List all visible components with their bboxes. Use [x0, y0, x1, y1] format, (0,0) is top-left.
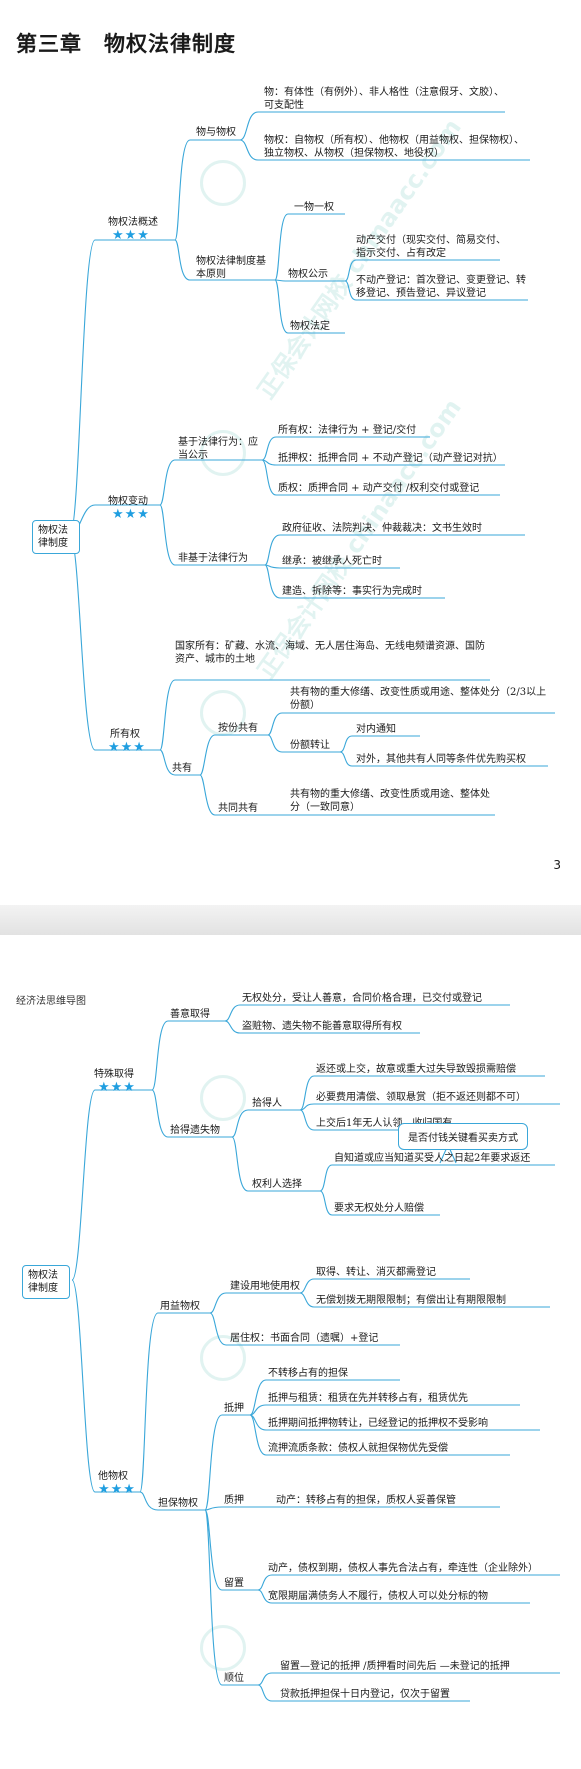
- star-rating: ★★★: [108, 740, 146, 755]
- node-gf2: 盗赃物、遗失物不能善意取得所有权: [242, 1021, 402, 1032]
- node-inheritance: 继承：被继承人死亡时: [282, 556, 382, 567]
- node-l2: 宽限期届满债务人不履行，债权人可以处分标的物: [268, 1591, 488, 1602]
- node-ownership: 所有权：法律行为 + 登记/交付: [278, 425, 417, 436]
- node-usufruct: 用益物权: [160, 1301, 200, 1312]
- node-lu1: 取得、转让、消灭都需登记: [316, 1267, 436, 1278]
- page-2: 经济法思维导图: [0, 935, 581, 1769]
- callout-note: 是否付钱关键看买卖方式: [398, 1123, 528, 1150]
- node-principles: 物权法律制度基本原则: [196, 256, 266, 280]
- node-pledge-2: 质押: [224, 1495, 244, 1506]
- section-label-change: 物权变动: [108, 496, 148, 507]
- node-by-share-major: 共有物的重大修缮、改变性质或用途、整体处分（2/3以上份额）: [290, 687, 547, 711]
- node-co-ownership: 共有: [172, 763, 192, 774]
- node-pr2: 贷款抵押担保十日内登记，仅次于留置: [280, 1689, 450, 1700]
- node-f1: 返还或上交，故意或重大过失导致毁损需赔偿: [316, 1064, 516, 1075]
- node-m4: 流押流质条款：债权人就担保物优先受偿: [268, 1443, 448, 1454]
- node-f3: 上交后1年无人认领，收归国有: [316, 1118, 453, 1129]
- node-non-legal-act: 非基于法律行为: [178, 553, 248, 564]
- node-mortgage: 抵押权：抵押合同 + 不动产登记（动产登记对抗）: [278, 453, 503, 464]
- node-by-share: 按份共有: [218, 723, 258, 734]
- node-right: 物权：自物权（所有权）、他物权（用益物权、担保物权）、独立物权、从物权（担保物权…: [264, 135, 524, 159]
- node-p1: 动产：转移占有的担保，质权人妥善保管: [276, 1495, 456, 1506]
- page-1: 第三章 物权法律制度 正保会计网校 chinaacc.com 正保会计网校 ch…: [16, 31, 561, 872]
- node-legal-act: 基于法律行为：应当公示: [178, 437, 258, 461]
- node-land-use: 建设用地使用权: [230, 1281, 300, 1292]
- star-rating: ★★★: [112, 228, 150, 243]
- star-rating: ★★★: [112, 507, 150, 522]
- node-internal-notice: 对内通知: [356, 724, 396, 735]
- node-joint-major: 共有物的重大修缮、改变性质或用途、整体处分（一致同意）: [290, 789, 490, 813]
- node-residence: 居住权：书面合同（遗嘱）+登记: [230, 1333, 379, 1344]
- node-thing: 物：有体性（有例外）、非人格性（注意假牙、文胶）、可支配性: [264, 87, 504, 111]
- section-label-ownership: 所有权: [110, 729, 140, 740]
- node-immovable-registration: 不动产登记：首次登记、变更登记、转移登记、预告登记、异议登记: [356, 275, 526, 299]
- star-rating: ★★★: [98, 1482, 136, 1497]
- node-good-faith: 善意取得: [170, 1009, 210, 1020]
- node-c2: 要求无权处分人赔偿: [334, 1203, 424, 1214]
- chapter-title: 第三章 物权法律制度: [16, 31, 236, 56]
- node-pr1: 留置—登记的抵押 /质押看时间先后 —未登记的抵押: [280, 1661, 510, 1672]
- node-lu2: 无偿划拨无期限限制；有偿出让有期限限制: [316, 1295, 506, 1306]
- section-label-special: 特殊取得: [94, 1069, 134, 1080]
- node-security: 担保物权: [158, 1498, 198, 1509]
- root-node: 物权法律制度: [32, 520, 80, 554]
- node-expropriation: 政府征收、法院判决、仲裁裁决：文书生效时: [282, 523, 482, 534]
- node-thing-and-right: 物与物权: [196, 127, 236, 138]
- node-m3: 抵押期间抵押物转让，已经登记的抵押权不受影响: [268, 1418, 488, 1429]
- section-label-overview: 物权法概述: [108, 217, 158, 228]
- node-one-thing-one-right: 一物一权: [294, 202, 334, 213]
- node-external: 对外，其他共有人同等条件优先购买权: [356, 754, 526, 765]
- node-construction: 建造、拆除等：事实行为完成时: [282, 586, 422, 597]
- node-joint: 共同共有: [218, 803, 258, 814]
- node-lost-property: 拾得遗失物: [170, 1125, 220, 1136]
- page-number: 3: [553, 858, 561, 872]
- section-label-other: 他物权: [98, 1471, 128, 1482]
- node-lien: 留置: [224, 1578, 244, 1589]
- node-share-transfer: 份额转让: [290, 740, 330, 751]
- mindmap-connectors: [71, 1004, 560, 1702]
- node-movable-delivery: 动产交付（现实交付、简易交付、指示交付、占有改定: [356, 235, 506, 259]
- node-m2: 抵押与租赁：租赁在先并转移占有，租赁优先: [268, 1393, 468, 1404]
- node-l1: 动产，债权到期，债权人事先合法占有，牵连性（企业除外）: [268, 1563, 538, 1574]
- node-mortgage-2: 抵押: [224, 1403, 244, 1414]
- node-c1: 自知道或应当知道买受人之日起2年要求返还: [334, 1153, 531, 1164]
- root-node: 物权法律制度: [22, 1265, 70, 1299]
- node-finder: 拾得人: [252, 1098, 282, 1109]
- node-gf1: 无权处分，受让人善意，合同价格合理，已交付或登记: [242, 993, 482, 1004]
- page-gap: [0, 905, 581, 935]
- node-pledge: 质权：质押合同 + 动产交付 /权利交付或登记: [278, 483, 480, 494]
- node-f2: 必要费用清偿、领取悬赏（拒不返还则都不可）: [316, 1092, 526, 1103]
- node-priority: 顺位: [224, 1673, 244, 1684]
- star-rating: ★★★: [98, 1080, 136, 1095]
- node-m1: 不转移占有的担保: [268, 1368, 348, 1379]
- running-header: 经济法思维导图: [16, 996, 86, 1007]
- node-owner-choice: 权利人选择: [252, 1179, 302, 1190]
- node-statutory: 物权法定: [290, 321, 330, 332]
- node-publicity: 物权公示: [288, 269, 328, 280]
- node-state-ownership: 国家所有：矿藏、水流、海域、无人居住海岛、无线电频谱资源、国防资产、城市的土地: [175, 641, 485, 665]
